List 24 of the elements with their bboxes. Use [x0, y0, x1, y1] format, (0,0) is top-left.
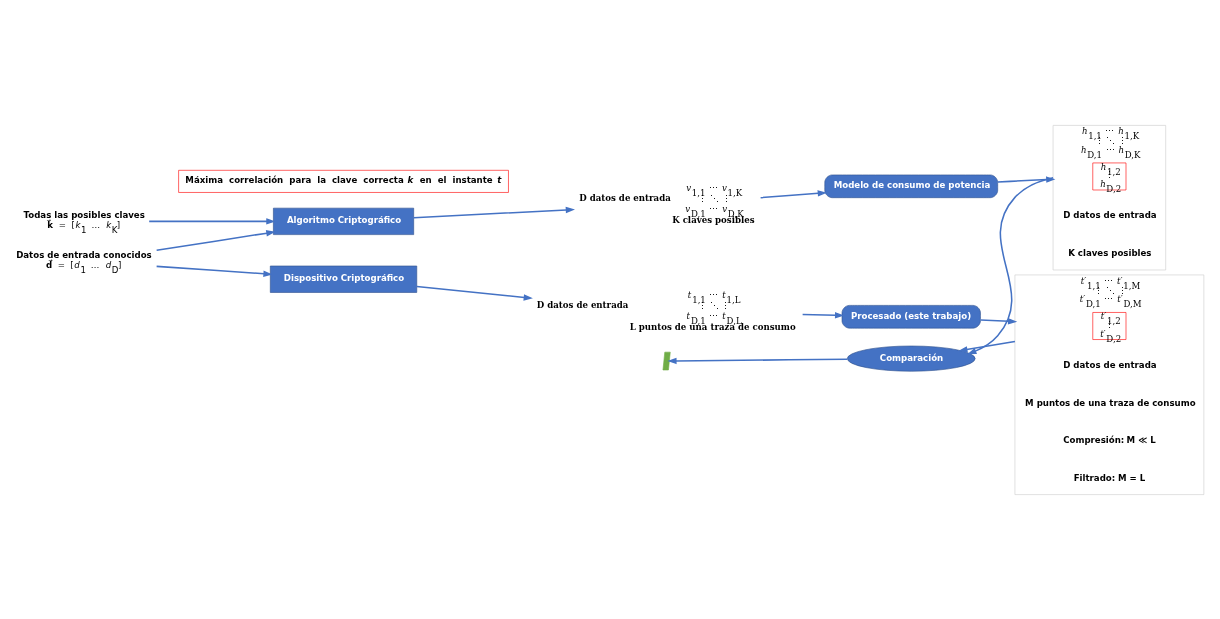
node-label: D datos de entrada [579, 192, 671, 203]
arrow [148, 217, 276, 225]
arrow [416, 285, 533, 301]
node-label: M puntos de una traza de consumo [1025, 397, 1196, 408]
node-label: D datos de entrada [536, 299, 629, 310]
arrow [759, 189, 827, 198]
node-label: D datos de entrada [1063, 359, 1157, 370]
node-box: Modelo de consumo de potencia [824, 174, 998, 198]
node-box: Dispositivo Criptográfico [270, 265, 418, 293]
node-label: Compresión: M ≪ L [1063, 434, 1156, 445]
node-label: Filtrado: M = L [1073, 472, 1146, 483]
arrow [155, 265, 273, 277]
node-label: D datos de entrada [1063, 209, 1157, 220]
arrow [979, 317, 1018, 324]
arrow [801, 311, 845, 318]
node-label: K claves posibles [1068, 247, 1152, 258]
arrow [413, 206, 575, 219]
node-bar [662, 351, 671, 370]
arrow [155, 229, 276, 251]
node-box: Procesado (este trabajo) [841, 304, 981, 328]
node-box: Máxima correlación para la clave correcta k en el instante t [178, 169, 509, 193]
node-box: Algoritmo Criptográfico [273, 207, 414, 235]
arrow [667, 357, 848, 364]
arrow [958, 340, 1016, 353]
